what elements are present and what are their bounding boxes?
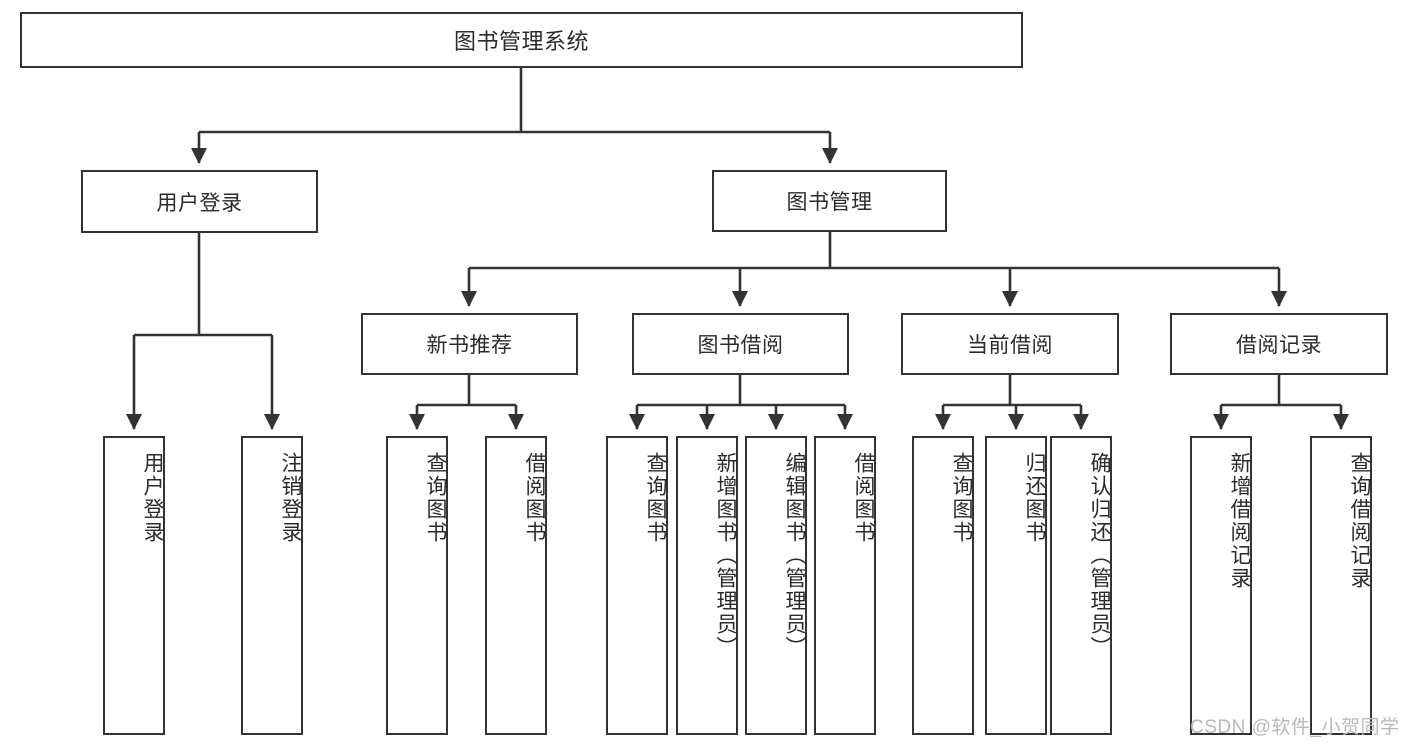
csdn-watermark: CSDN @软件_小贺同学 — [1190, 717, 1400, 738]
node-leaf-edit-book-admin[interactable]: 编辑图书（管理员） — [745, 436, 807, 735]
node-leaf-query-book-borrow[interactable]: 查询图书 — [606, 436, 668, 735]
edge-root-to-level2 — [190, 68, 839, 164]
node-leaf-confirm-return-admin[interactable]: 确认归还（管理员） — [1050, 436, 1112, 735]
node-leaf-add-borrow-record[interactable]: 新增借阅记录 — [1190, 436, 1252, 735]
node-leaf-query-borrow-record[interactable]: 查询借阅记录 — [1310, 436, 1372, 735]
node-user-login[interactable]: 用户登录 — [81, 170, 318, 233]
node-leaf-borrow-book[interactable]: 借阅图书 — [814, 436, 876, 735]
node-leaf-user-logout[interactable]: 注销登录 — [241, 436, 303, 735]
node-new-book-recommend[interactable]: 新书推荐 — [361, 313, 578, 375]
edge-book-manage-to-level3 — [460, 232, 1288, 307]
node-root-system[interactable]: 图书管理系统 — [20, 12, 1023, 68]
edge-user-login-to-leaves — [125, 233, 281, 430]
node-borrow-record[interactable]: 借阅记录 — [1170, 313, 1388, 375]
node-leaf-query-book-current[interactable]: 查询图书 — [912, 436, 974, 735]
node-leaf-add-book-admin[interactable]: 新增图书（管理员） — [676, 436, 738, 735]
edge-new-book-recommend-to-leaves — [408, 375, 525, 430]
node-book-manage[interactable]: 图书管理 — [712, 170, 947, 232]
node-leaf-user-login[interactable]: 用户登录 — [103, 436, 165, 735]
edge-current-borrow-to-leaves — [934, 375, 1090, 430]
node-leaf-return-book[interactable]: 归还图书 — [985, 436, 1047, 735]
edge-book-borrow-to-leaves — [628, 375, 854, 430]
node-leaf-query-book-recommend[interactable]: 查询图书 — [386, 436, 448, 735]
edge-borrow-record-to-leaves — [1212, 375, 1350, 430]
node-leaf-borrow-book-recommend[interactable]: 借阅图书 — [485, 436, 547, 735]
node-current-borrow[interactable]: 当前借阅 — [901, 313, 1119, 375]
node-book-borrow[interactable]: 图书借阅 — [632, 313, 849, 375]
